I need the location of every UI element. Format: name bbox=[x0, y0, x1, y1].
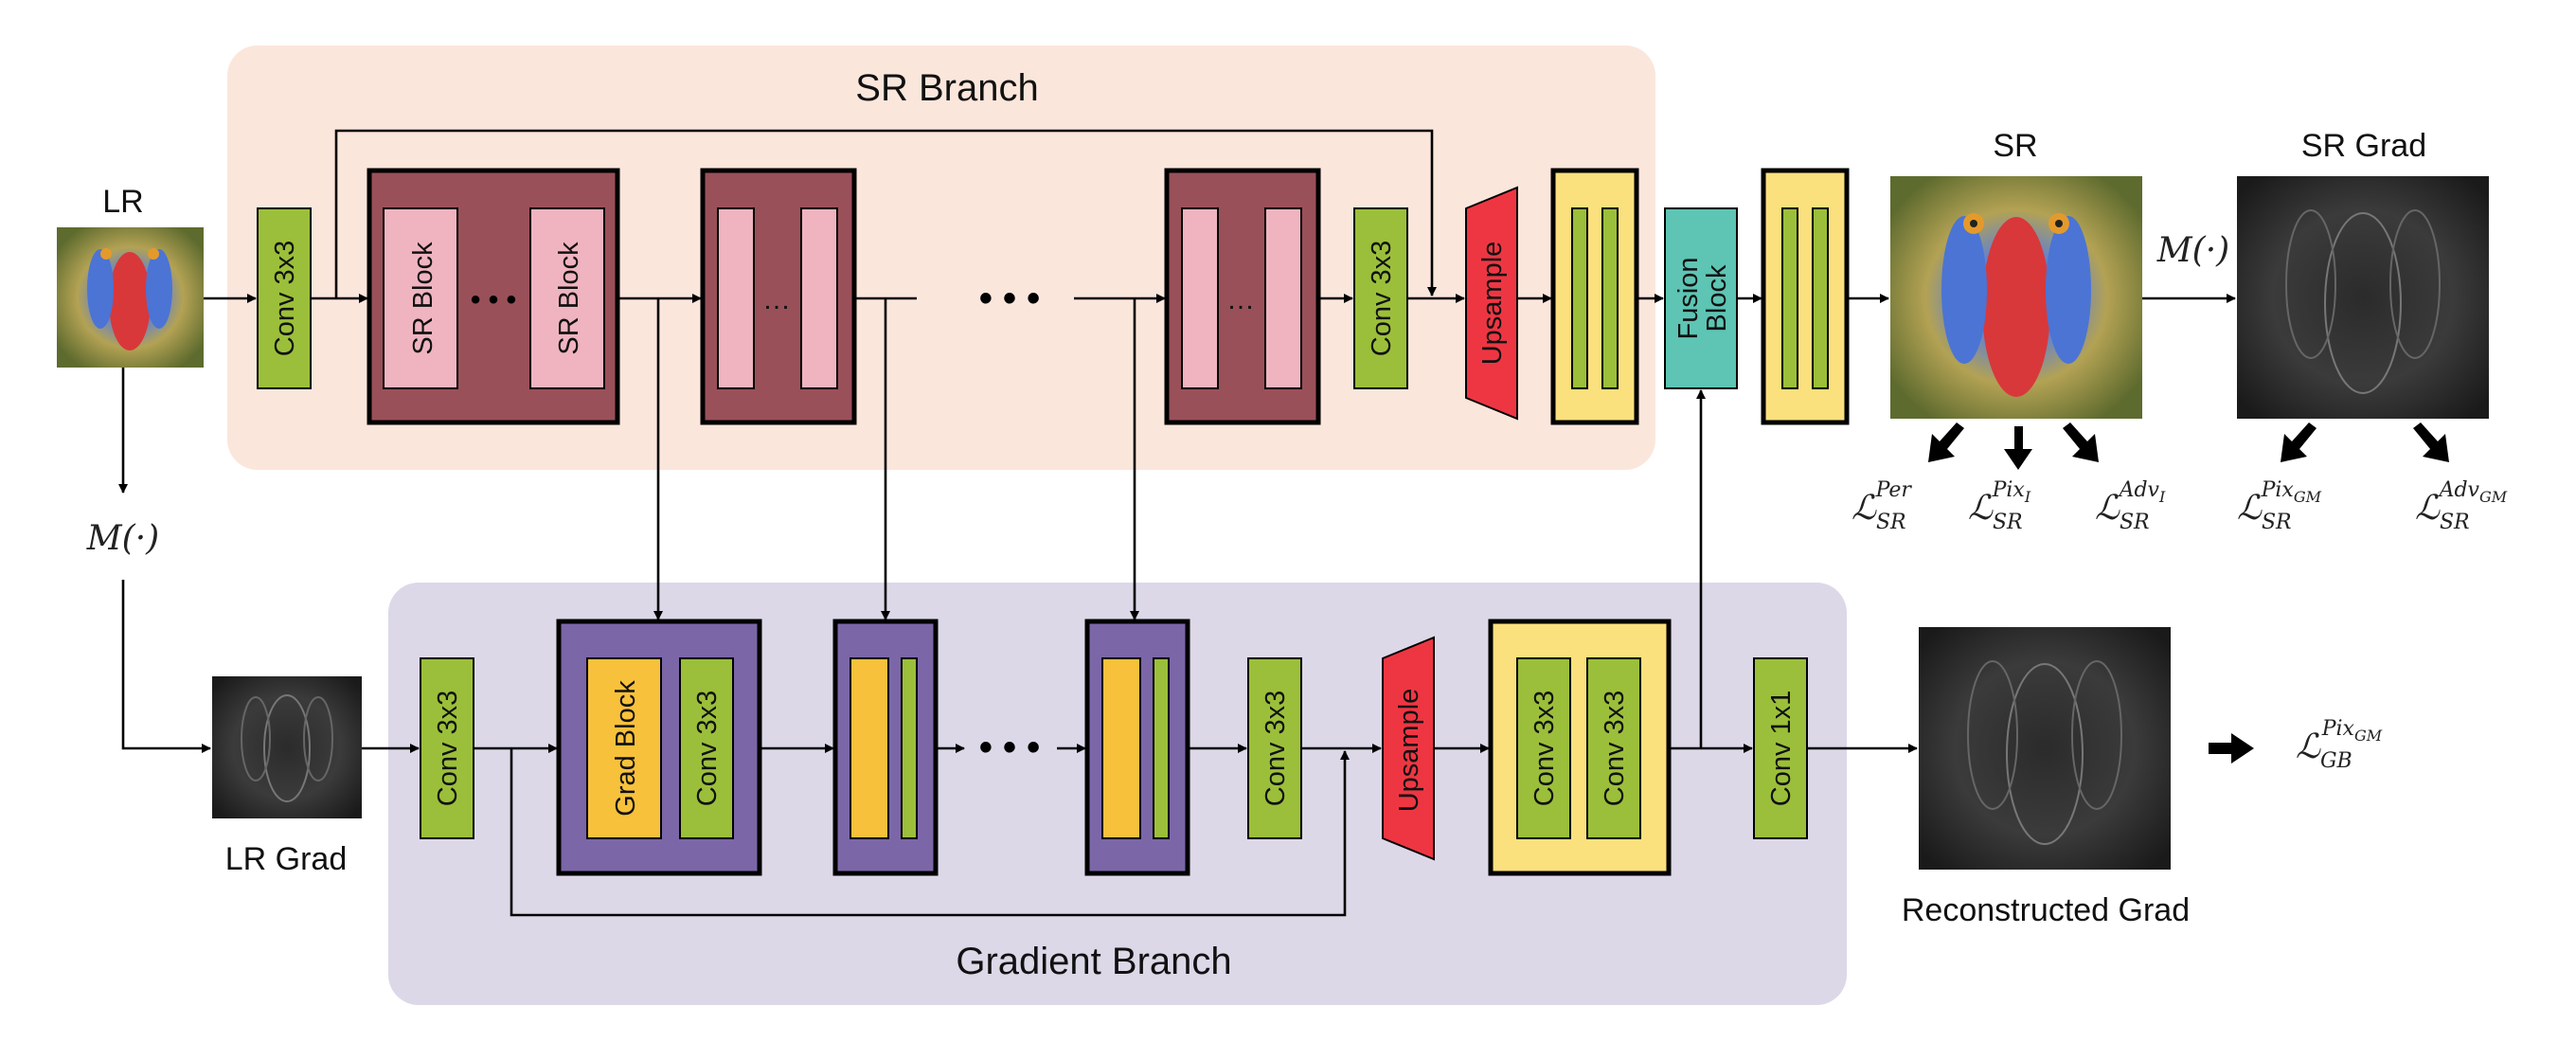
grad-conv-1x1 bbox=[1753, 657, 1808, 839]
sr-block-b bbox=[529, 207, 605, 389]
loss-sr-adv-i: ℒSRAdvI bbox=[2095, 478, 2166, 534]
sr-branch-title: SR Branch bbox=[855, 67, 1038, 109]
grad-block-group-3-inner-a bbox=[1101, 657, 1141, 839]
reconstructed-grad-image bbox=[1919, 627, 2171, 870]
loss-sr-adv-gm: ℒSRAdvGM bbox=[2415, 478, 2508, 534]
loss-arrows bbox=[1928, 422, 2449, 470]
sr-branch-dots: • • • bbox=[979, 278, 1040, 319]
loss-sr-pix-gm: ℒSRPixGM bbox=[2237, 478, 2322, 534]
sr-upsample bbox=[1465, 186, 1518, 421]
sr-conv-last-label: Conv 3x3 bbox=[1367, 241, 1397, 357]
fusion-label-line2: Block bbox=[1702, 264, 1732, 332]
svg-text:ℒSRPixI: ℒSRPixI bbox=[1968, 478, 2031, 534]
lr-grad-label: LR Grad bbox=[225, 841, 348, 877]
sr-block-a bbox=[383, 207, 458, 389]
sr-yellow-inner-b bbox=[1601, 207, 1619, 389]
sr-yellow-inner-a bbox=[1571, 207, 1588, 389]
sr-block-b-label: SR Block bbox=[554, 242, 584, 355]
sr-block-group-2-ellipsis: … bbox=[762, 284, 791, 315]
svg-text:ℒSRAdvGM: ℒSRAdvGM bbox=[2415, 478, 2508, 534]
grad-block-conv-label: Conv 3x3 bbox=[692, 691, 723, 807]
sr-grad-image bbox=[2237, 176, 2489, 419]
svg-text:ℒGBPixGM: ℒGBPixGM bbox=[2296, 717, 2383, 773]
gradient-branch-title: Gradient Branch bbox=[956, 941, 1231, 982]
grad-block-group-2-inner-a bbox=[850, 657, 889, 839]
sr-block-group-3-inner-a bbox=[1181, 207, 1219, 389]
grad-block bbox=[586, 657, 662, 839]
grad-yellow-conv-a-label: Conv 3x3 bbox=[1530, 691, 1560, 807]
grad-yellow-conv-b-label: Conv 3x3 bbox=[1600, 691, 1630, 807]
reconstructed-grad-label: Reconstructed Grad bbox=[1902, 892, 2190, 928]
loss-gb-arrow bbox=[2209, 733, 2254, 764]
sr-block-group-1-dots: • • • bbox=[471, 284, 516, 315]
grad-block-group-3-inner-b bbox=[1153, 657, 1170, 839]
sr-conv-first-label: Conv 3x3 bbox=[270, 241, 300, 357]
grad-yellow-conv-a bbox=[1516, 657, 1571, 839]
connectors bbox=[118, 129, 2236, 917]
sr-upsample-label: Upsample bbox=[1477, 242, 1508, 366]
loss-sr-per: ℒSRPer bbox=[1852, 478, 1912, 534]
grad-conv-first bbox=[420, 657, 474, 839]
grad-upsample bbox=[1382, 636, 1435, 861]
lr-image bbox=[57, 227, 204, 368]
grad-block-label: Grad Block bbox=[611, 680, 641, 817]
sr-block-group-2-inner-a bbox=[717, 207, 755, 389]
sr-image bbox=[1890, 176, 2142, 419]
sr-block-a-label: SR Block bbox=[408, 242, 438, 355]
gradient-map-operator-left: M(·) bbox=[86, 519, 159, 558]
svg-text:ℒSRPixGM: ℒSRPixGM bbox=[2237, 478, 2322, 534]
grad-conv-first-label: Conv 3x3 bbox=[433, 691, 463, 807]
sr-block-group-2-inner-b bbox=[800, 207, 838, 389]
grad-yellow-conv-b bbox=[1586, 657, 1641, 839]
svg-text:ℒSRPer: ℒSRPer bbox=[1852, 478, 1912, 534]
grad-branch-dots: • • • bbox=[979, 727, 1040, 768]
grad-conv-last bbox=[1247, 657, 1302, 839]
fusion-block bbox=[1664, 207, 1738, 389]
sr-yellow-block bbox=[1550, 168, 1639, 425]
loss-gb-pix-gm: ℒGBPixGM bbox=[2296, 717, 2383, 773]
lr-label: LR bbox=[102, 184, 143, 220]
post-fusion-inner-a bbox=[1781, 207, 1798, 389]
loss-sr-pix-i: ℒSRPixI bbox=[1968, 478, 2031, 534]
sr-conv-last bbox=[1353, 207, 1408, 389]
gradient-map-operator-top: M(·) bbox=[2156, 231, 2229, 270]
grad-upsample-label: Upsample bbox=[1394, 689, 1424, 813]
sr-block-group-3-inner-b bbox=[1264, 207, 1302, 389]
sr-block-group-3-ellipsis: … bbox=[1226, 284, 1255, 315]
post-fusion-yellow-block bbox=[1761, 168, 1850, 425]
grad-conv-1x1-label: Conv 1x1 bbox=[1766, 691, 1797, 807]
lr-grad-image bbox=[212, 676, 362, 818]
post-fusion-inner-b bbox=[1812, 207, 1829, 389]
sr-conv-first bbox=[257, 207, 312, 389]
fusion-label-line1: Fusion bbox=[1673, 257, 1704, 339]
sr-image-label: SR bbox=[1993, 128, 2037, 164]
grad-conv-last-label: Conv 3x3 bbox=[1261, 691, 1291, 807]
grad-block-group-2-inner-b bbox=[901, 657, 918, 839]
sr-grad-label: SR Grad bbox=[2301, 128, 2426, 164]
grad-block-conv bbox=[679, 657, 734, 839]
svg-text:ℒSRAdvI: ℒSRAdvI bbox=[2095, 478, 2166, 534]
